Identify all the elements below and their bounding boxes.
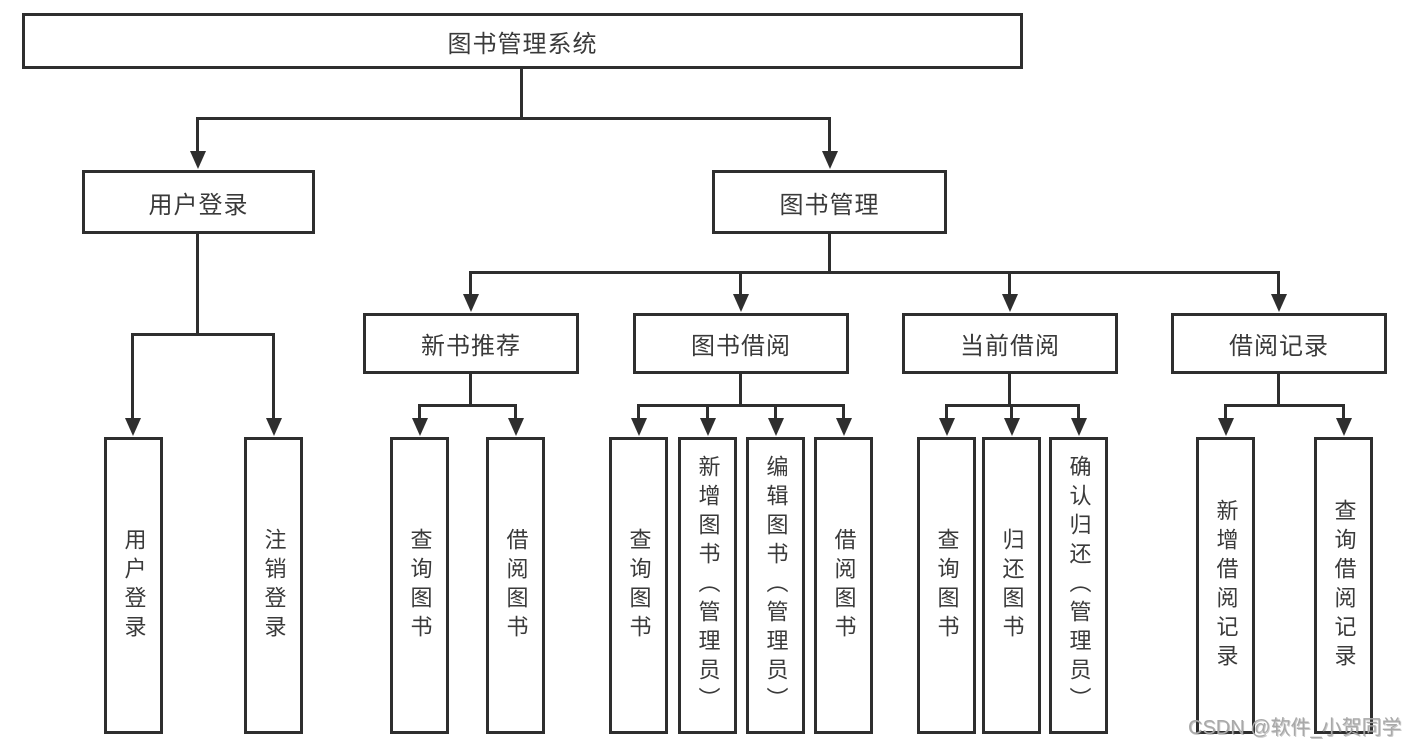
node-current-borrowing-label: 当前借阅 bbox=[960, 333, 1060, 360]
node-borrowing-records-label: 借阅记录 bbox=[1229, 333, 1329, 360]
leaf-query-borrow-record-label: 查询借阅记录 bbox=[1331, 498, 1357, 673]
leaf-add-borrow-record: 新增借阅记录 bbox=[1196, 437, 1255, 734]
connector-line bbox=[196, 117, 831, 120]
arrow-down-icon bbox=[1271, 294, 1287, 312]
connector-line bbox=[272, 333, 275, 419]
connector-line bbox=[828, 117, 831, 153]
leaf-confirm-return-admin-label: 确认归还（管理员） bbox=[1066, 455, 1092, 716]
connector-line bbox=[1277, 374, 1280, 407]
arrow-down-icon bbox=[1004, 418, 1020, 436]
connector-line bbox=[418, 404, 517, 407]
connector-line bbox=[469, 374, 472, 407]
connector-line bbox=[514, 404, 517, 420]
leaf-logout: 注销登录 bbox=[244, 437, 303, 734]
node-book-borrowing: 图书借阅 bbox=[633, 313, 849, 374]
node-user-login: 用户登录 bbox=[82, 170, 315, 234]
leaf-borrow-books: 借阅图书 bbox=[814, 437, 873, 734]
arrow-down-icon bbox=[700, 418, 716, 436]
arrow-down-icon bbox=[1336, 418, 1352, 436]
leaf-borrow-books-recommend-label: 借阅图书 bbox=[503, 527, 529, 644]
connector-line bbox=[1224, 404, 1345, 407]
arrow-down-icon bbox=[733, 294, 749, 312]
leaf-confirm-return-admin: 确认归还（管理员） bbox=[1049, 437, 1108, 734]
node-root-label: 图书管理系统 bbox=[447, 30, 598, 58]
connector-line bbox=[1008, 271, 1011, 297]
leaf-query-books-borrowing-label: 查询图书 bbox=[626, 527, 652, 644]
node-book-management: 图书管理 bbox=[712, 170, 947, 234]
leaf-borrow-books-label: 借阅图书 bbox=[831, 527, 857, 644]
arrow-down-icon bbox=[190, 151, 206, 169]
leaf-borrow-books-recommend: 借阅图书 bbox=[486, 437, 545, 734]
leaf-query-books-current: 查询图书 bbox=[917, 437, 976, 734]
leaf-add-books-admin-label: 新增图书（管理员） bbox=[695, 455, 721, 716]
leaf-return-books-label: 归还图书 bbox=[999, 527, 1025, 644]
arrow-down-icon bbox=[463, 294, 479, 312]
connector-line bbox=[637, 404, 640, 420]
leaf-edit-books-admin-label: 编辑图书（管理员） bbox=[763, 455, 789, 716]
connector-line bbox=[739, 271, 742, 297]
node-root: 图书管理系统 bbox=[22, 13, 1023, 69]
arrow-down-icon bbox=[1218, 418, 1234, 436]
leaf-query-borrow-record: 查询借阅记录 bbox=[1314, 437, 1373, 734]
arrow-down-icon bbox=[412, 418, 428, 436]
connector-line bbox=[945, 404, 948, 420]
connector-line bbox=[828, 234, 831, 274]
connector-line bbox=[1342, 404, 1345, 420]
arrow-down-icon bbox=[266, 418, 282, 436]
arrow-down-icon bbox=[125, 418, 141, 436]
leaf-query-books-borrowing: 查询图书 bbox=[609, 437, 668, 734]
leaf-add-books-admin: 新增图书（管理员） bbox=[678, 437, 737, 734]
connector-line bbox=[520, 69, 523, 119]
leaf-user-login: 用户登录 bbox=[104, 437, 163, 734]
arrow-down-icon bbox=[939, 418, 955, 436]
leaf-query-books-recommend: 查询图书 bbox=[390, 437, 449, 734]
connector-line bbox=[1010, 404, 1013, 420]
leaf-return-books: 归还图书 bbox=[982, 437, 1041, 734]
leaf-add-borrow-record-label: 新增借阅记录 bbox=[1213, 498, 1239, 673]
connector-line bbox=[1224, 404, 1227, 420]
leaf-user-login-label: 用户登录 bbox=[121, 527, 147, 644]
leaf-query-books-recommend-label: 查询图书 bbox=[407, 527, 433, 644]
arrow-down-icon bbox=[768, 418, 784, 436]
node-user-login-label: 用户登录 bbox=[148, 191, 249, 219]
connector-line bbox=[706, 404, 709, 420]
node-book-borrowing-label: 图书借阅 bbox=[691, 333, 791, 360]
arrow-down-icon bbox=[822, 151, 838, 169]
node-current-borrowing: 当前借阅 bbox=[902, 313, 1118, 374]
connector-line bbox=[739, 374, 742, 407]
arrow-down-icon bbox=[1071, 418, 1087, 436]
connector-line bbox=[469, 271, 1280, 274]
connector-line bbox=[637, 404, 845, 407]
connector-line bbox=[774, 404, 777, 420]
connector-line bbox=[131, 333, 134, 419]
leaf-query-books-current-label: 查询图书 bbox=[934, 527, 960, 644]
node-new-book-recommend: 新书推荐 bbox=[363, 313, 579, 374]
connector-line bbox=[1077, 404, 1080, 420]
node-book-management-label: 图书管理 bbox=[779, 191, 880, 219]
arrow-down-icon bbox=[836, 418, 852, 436]
connector-line bbox=[1277, 271, 1280, 297]
connector-line bbox=[1008, 374, 1011, 407]
arrow-down-icon bbox=[1002, 294, 1018, 312]
connector-line bbox=[418, 404, 421, 420]
leaf-edit-books-admin: 编辑图书（管理员） bbox=[746, 437, 805, 734]
node-new-book-recommend-label: 新书推荐 bbox=[421, 333, 521, 360]
connector-line bbox=[842, 404, 845, 420]
connector-line bbox=[196, 234, 199, 336]
arrow-down-icon bbox=[631, 418, 647, 436]
leaf-logout-label: 注销登录 bbox=[261, 527, 287, 644]
arrow-down-icon bbox=[508, 418, 524, 436]
connector-line bbox=[196, 117, 199, 153]
node-borrowing-records: 借阅记录 bbox=[1171, 313, 1387, 374]
connector-line bbox=[131, 333, 275, 336]
connector-line bbox=[469, 271, 472, 297]
csdn-watermark: CSDN @软件_小贺同学 bbox=[1188, 717, 1402, 739]
